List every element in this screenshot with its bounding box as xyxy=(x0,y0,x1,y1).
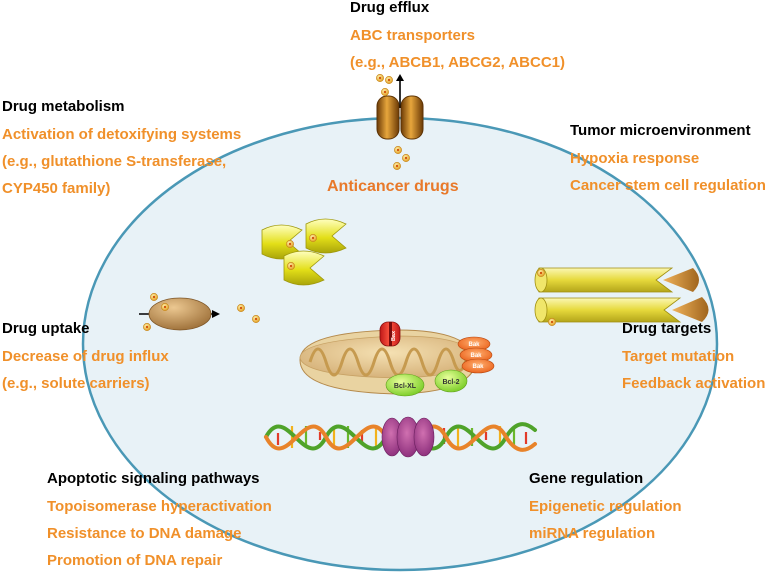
bak-label-3: Bak xyxy=(472,364,484,370)
drug-targets-heading: Drug targets xyxy=(622,320,712,337)
drug-metabolism-heading: Drug metabolism xyxy=(2,98,125,115)
drug-efflux-item: (e.g., ABCB1, ABCG2, ABCC1) xyxy=(350,54,566,71)
drug-uptake-heading: Drug uptake xyxy=(2,320,90,337)
tumor-microenvironment-item: Cancer stem cell regulation xyxy=(570,177,766,194)
apoptotic-signaling-heading: Apoptotic signaling pathways xyxy=(47,470,260,487)
drug-efflux-item: ABC transporters xyxy=(350,27,476,44)
drug-metabolism-block: Drug metabolism Activation of detoxifyin… xyxy=(2,98,241,198)
bak-label-1: Bak xyxy=(468,342,480,348)
dna-helix-icon xyxy=(264,416,537,458)
bak-label-2: Bak xyxy=(470,353,482,359)
efflux-transporter-icon xyxy=(375,73,424,171)
drug-targets-item: Feedback activation xyxy=(622,375,766,392)
anticancer-drugs-label: Anticancer drugs xyxy=(327,178,459,195)
apoptotic-signaling-item: Topoisomerase hyperactivation xyxy=(47,498,272,515)
drug-uptake-block: Drug uptake Decrease of drug influx (e.g… xyxy=(2,320,169,393)
tumor-microenvironment-block: Tumor microenvironment Hypoxia response … xyxy=(570,122,766,195)
apoptotic-signaling-item: Promotion of DNA repair xyxy=(47,552,223,569)
bak-cluster-icon xyxy=(457,336,495,374)
drug-uptake-item: (e.g., solute carriers) xyxy=(2,375,150,392)
gene-regulation-item: miRNA regulation xyxy=(529,525,656,542)
tumor-microenvironment-heading: Tumor microenvironment xyxy=(570,122,751,139)
bcl-2-protein-icon xyxy=(434,369,468,393)
drug-efflux-block: Drug efflux ABC transporters (e.g., ABCB… xyxy=(350,0,565,72)
drug-metabolism-item: Activation of detoxifying systems xyxy=(2,126,242,143)
drug-metabolism-item: CYP450 family) xyxy=(2,180,111,197)
bax-channel-icon xyxy=(379,321,401,347)
bcl-xl-protein-icon xyxy=(385,373,425,397)
gene-regulation-heading: Gene regulation xyxy=(529,470,644,487)
tumor-microenvironment-item: Hypoxia response xyxy=(570,150,700,167)
bax-label: Bax xyxy=(391,330,397,341)
gene-regulation-block: Gene regulation Epigenetic regulation mi… xyxy=(529,470,682,543)
drug-target-receptor-icon xyxy=(534,267,709,327)
detox-enzyme-icon xyxy=(261,218,347,286)
drug-metabolism-item: (e.g., glutathione S-transferase, xyxy=(2,153,227,170)
drug-targets-block: Drug targets Target mutation Feedback ac… xyxy=(622,320,765,393)
uptake-carrier-icon xyxy=(139,292,261,332)
mitochondrion-icon xyxy=(299,321,495,397)
drug-uptake-item: Decrease of drug influx xyxy=(2,348,169,365)
apoptotic-signaling-block: Apoptotic signaling pathways Topoisomera… xyxy=(47,470,272,570)
apoptotic-signaling-item: Resistance to DNA damage xyxy=(47,525,242,542)
bcl-2-label: Bcl-2 xyxy=(442,379,459,386)
bcl-xl-label: Bcl-XL xyxy=(394,383,417,390)
drug-efflux-heading: Drug efflux xyxy=(350,0,430,16)
gene-regulation-item: Epigenetic regulation xyxy=(529,498,682,515)
drug-targets-item: Target mutation xyxy=(622,348,735,365)
